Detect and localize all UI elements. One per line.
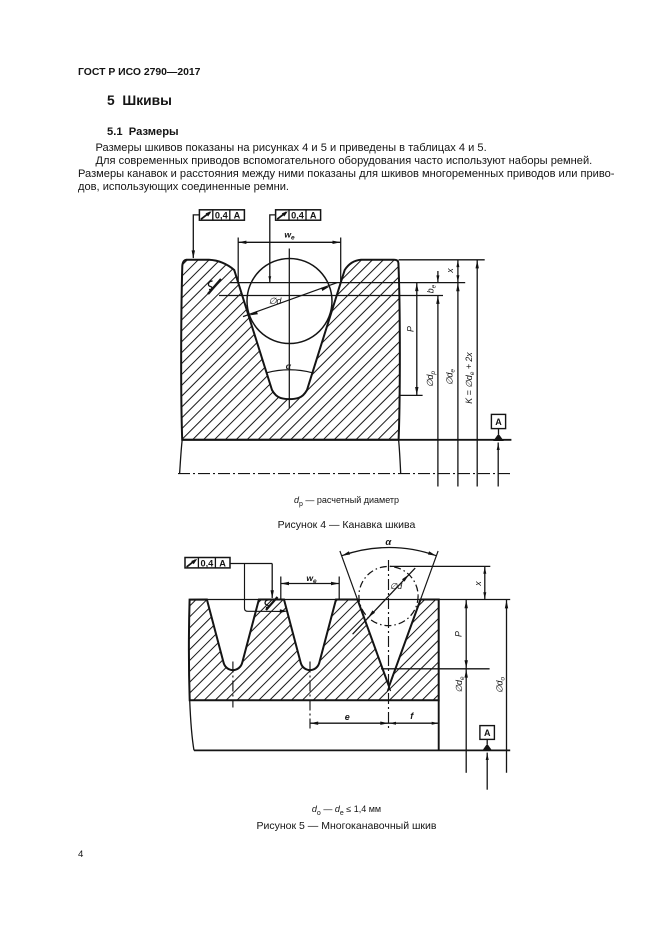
svg-text:A: A [219,558,226,568]
svg-text:x: x [445,268,455,274]
svg-text:e: e [345,712,350,722]
svg-text:f: f [410,711,414,721]
svg-text:α: α [286,361,292,371]
svg-text:0,4: 0,4 [215,211,229,221]
svg-text:∅d: ∅d [269,296,283,306]
svg-text:be: be [426,284,438,293]
svg-text:A: A [234,211,241,221]
svg-text:P: P [406,326,416,332]
svg-text:P: P [454,631,464,637]
svg-text:∅dp: ∅dp [425,371,437,388]
svg-text:A: A [310,211,317,221]
svg-text:K = ∅de + 2x: K = ∅de + 2x [464,352,476,404]
svg-text:we: we [284,230,295,242]
svg-text:∅de: ∅de [454,676,466,693]
svg-text:0,4: 0,4 [291,211,305,221]
svg-text:∅do: ∅do [495,677,507,694]
svg-text:α: α [385,537,392,548]
svg-text:x: x [473,581,483,587]
svg-text:A: A [484,728,491,738]
svg-text:∅d: ∅d [390,581,402,591]
svg-text:we: we [306,573,317,585]
svg-text:0,4: 0,4 [201,558,215,568]
svg-text:∅de: ∅de [445,369,457,386]
svg-text:A: A [495,417,502,427]
